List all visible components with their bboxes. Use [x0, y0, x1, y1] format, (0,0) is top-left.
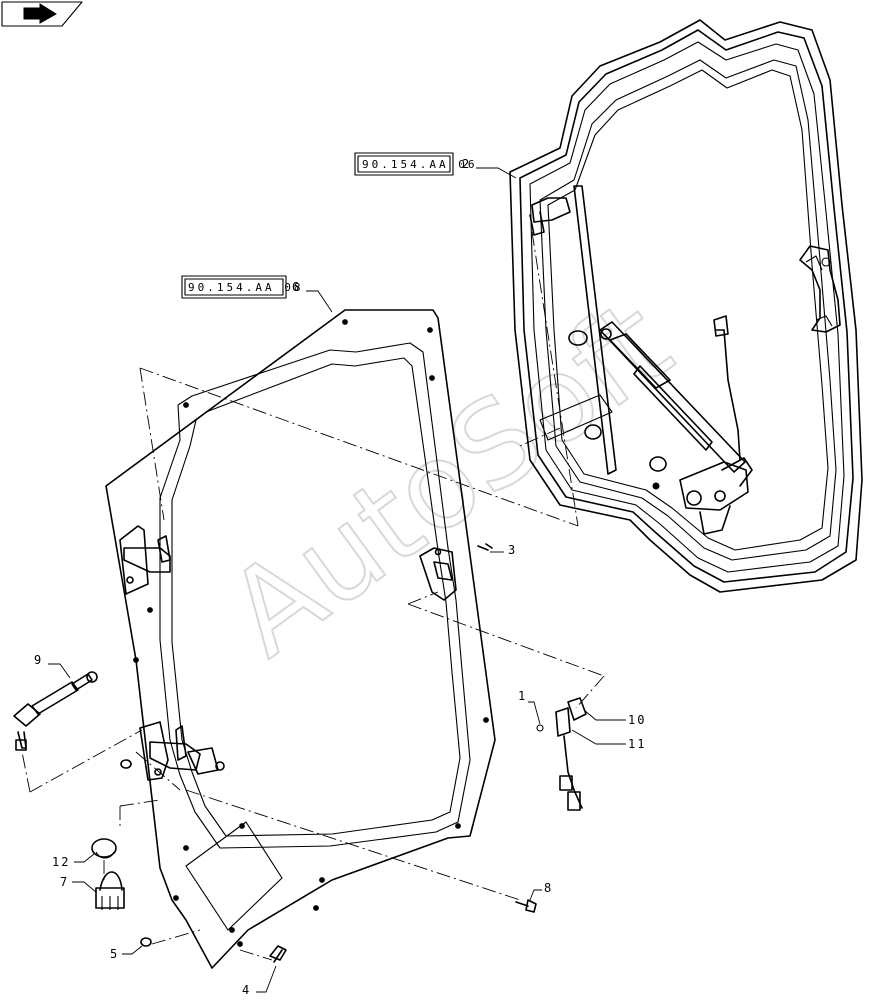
callout-12-label: 12 — [52, 855, 70, 869]
bolt-part-8 — [515, 899, 537, 913]
next-page-arrow-icon[interactable] — [1, 1, 83, 27]
nut-part — [140, 937, 152, 947]
cap-part — [91, 838, 117, 858]
rear-door-panel — [105, 309, 496, 969]
bolt-part-4 — [269, 945, 287, 963]
screw-part-3 — [477, 543, 493, 551]
callout-1-label: 1 — [518, 689, 527, 703]
callout-7-label: 7 — [60, 875, 69, 889]
reference-box-door-assembly[interactable] — [354, 152, 454, 176]
callout-2-label: 2 — [462, 157, 471, 171]
callout-9-label: 9 — [34, 653, 43, 667]
callout-4-label: 4 — [242, 983, 251, 997]
callout-8-label: 8 — [544, 881, 553, 895]
callout-11-label: 11 — [628, 737, 646, 751]
gas-strut-part — [13, 671, 98, 751]
reference-code-rear-door: 90.154.AA 08 — [188, 281, 303, 294]
connector-part — [95, 871, 125, 910]
callout-10-label: 10 — [628, 713, 646, 727]
callout-3-label: 3 — [508, 543, 517, 557]
latch-cable-part — [536, 697, 587, 811]
reference-box-rear-door[interactable] — [181, 275, 287, 299]
reference-code-door-assembly: 90.154.AA 06 — [362, 158, 477, 171]
callout-5-label: 5 — [110, 947, 119, 961]
callout-6-label: 6 — [292, 280, 301, 294]
door-assembly — [509, 19, 863, 593]
watermark-text: AutoSoft — [203, 273, 694, 683]
